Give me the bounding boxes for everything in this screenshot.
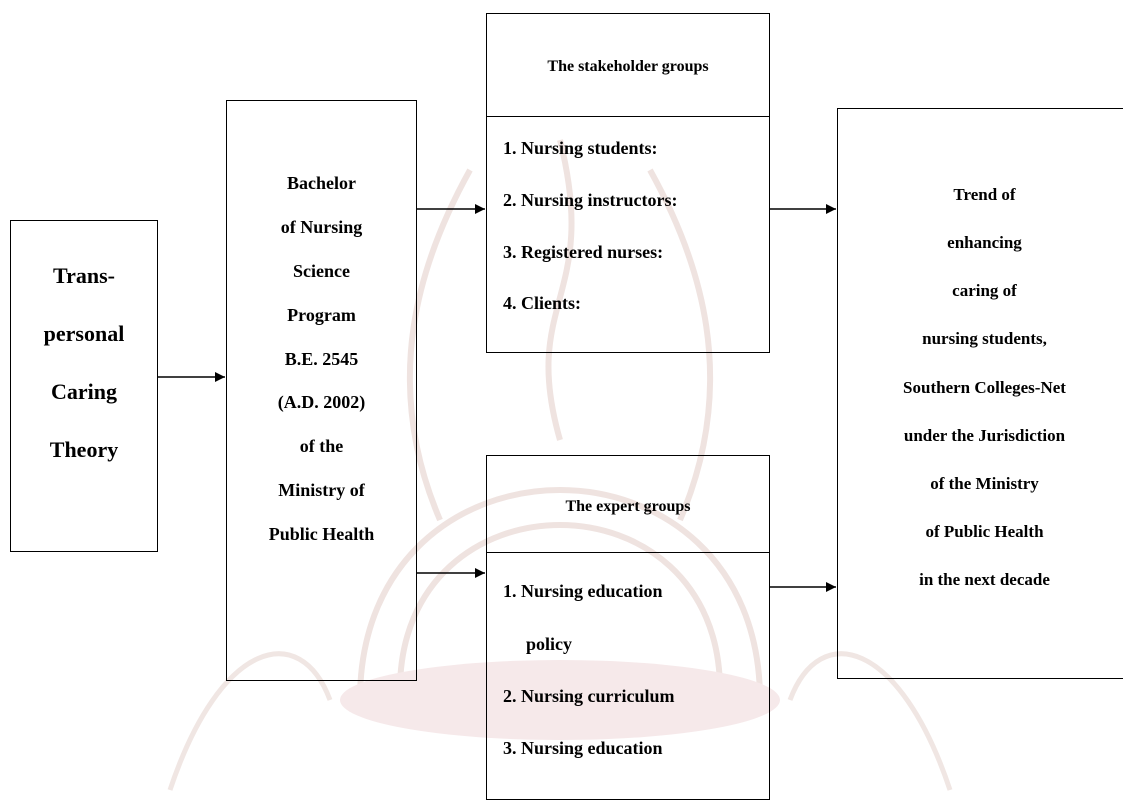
stakeholder-item: 3. Registered nurses:: [503, 242, 664, 262]
theory-line: Theory: [49, 437, 119, 462]
program-line: Public Health: [268, 524, 375, 544]
stakeholder-divider: [487, 116, 769, 117]
expert-item: policy: [526, 634, 573, 654]
program-line: of the: [299, 436, 344, 456]
trend-line: Trend of: [953, 185, 1016, 204]
program-line: Bachelor: [287, 173, 356, 193]
trend-box: Trend of enhancing caring of nursing stu…: [837, 108, 1123, 679]
stakeholder-item: 2. Nursing instructors:: [503, 190, 678, 210]
program-line: Program: [287, 305, 356, 325]
program-line: Science: [293, 261, 350, 281]
program-box: Bachelor of Nursing Science Program B.E.…: [226, 100, 417, 681]
theory-line: Caring: [51, 379, 117, 404]
theory-line: personal: [43, 321, 125, 346]
trend-line: nursing students,: [922, 329, 1047, 348]
expert-item: 2. Nursing curriculum: [503, 686, 675, 706]
expert-divider: [487, 552, 769, 553]
trend-line: enhancing: [947, 233, 1022, 252]
program-line: of Nursing: [280, 217, 363, 237]
trend-line: of Public Health: [925, 522, 1044, 541]
stakeholder-title: The stakeholder groups: [547, 58, 709, 75]
stakeholder-item: 1. Nursing students:: [503, 138, 658, 158]
trend-line: Southern Colleges-Net: [903, 378, 1066, 397]
expert-item: 1. Nursing education: [503, 581, 663, 601]
theory-line: Trans-: [53, 263, 115, 288]
program-line: (A.D. 2002): [277, 392, 366, 412]
stakeholder-box: The stakeholder groups 1. Nursing studen…: [486, 13, 770, 353]
program-line: Ministry of: [278, 480, 365, 500]
trend-line: caring of: [952, 281, 1017, 300]
trend-line: under the Jurisdiction: [903, 426, 1066, 445]
expert-box: The expert groups 1. Nursing education p…: [486, 455, 770, 800]
expert-title: The expert groups: [565, 498, 691, 515]
program-line: B.E. 2545: [284, 349, 359, 369]
trend-line: of the Ministry: [930, 474, 1039, 493]
theory-box: Trans- personal Caring Theory: [10, 220, 158, 552]
trend-line: in the next decade: [919, 570, 1050, 589]
expert-item: 3. Nursing education: [503, 738, 663, 758]
stakeholder-item: 4. Clients:: [503, 293, 581, 313]
